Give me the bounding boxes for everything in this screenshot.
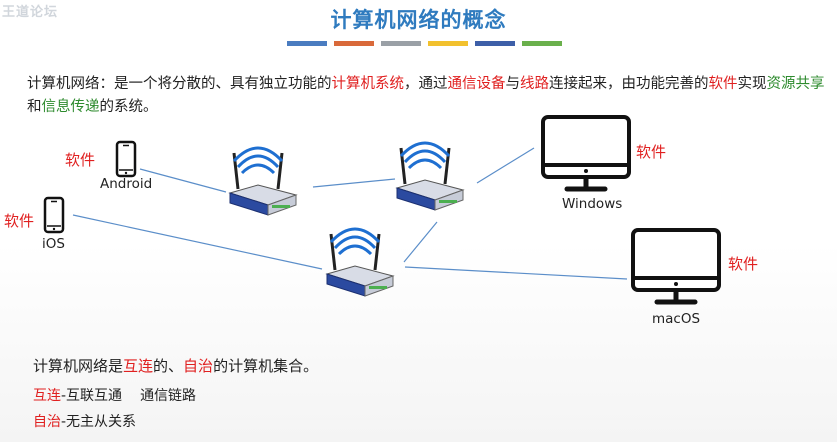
android-label: Android	[100, 176, 152, 192]
software-label-ios: 软件	[4, 210, 34, 231]
highlight-autonomous: 自治	[183, 357, 213, 375]
ios-label: iOS	[42, 236, 65, 252]
software-label-windows: 软件	[636, 141, 666, 162]
autonomy-line: 自治-无主从关系	[33, 411, 136, 431]
software-label-macos: 软件	[728, 253, 758, 274]
link-router2-router3	[404, 222, 437, 262]
phone-icon	[117, 142, 135, 176]
windows-label: Windows	[562, 196, 622, 212]
link-router2-windows	[477, 148, 534, 183]
definition-text: 的、	[153, 357, 183, 375]
link-ios-router3	[73, 215, 322, 269]
interconnect-desc: -互联互通	[61, 388, 122, 404]
router-icon	[327, 229, 393, 296]
autonomy-term: 自治	[33, 414, 61, 430]
definition-line: 计算机网络是互连的、自治的计算机集合。	[33, 355, 318, 376]
autonomy-desc: -无主从关系	[61, 414, 136, 430]
interconnect-extra: 通信链路	[140, 388, 196, 404]
link-router3-macos	[405, 267, 627, 279]
link-android-router1	[140, 169, 226, 192]
phone-icon	[45, 198, 63, 232]
interconnect-line: 互连-互联互通 通信链路	[33, 385, 196, 405]
router-icon	[230, 148, 296, 215]
highlight-interconnect: 互连	[123, 357, 153, 375]
definition-text: 计算机网络是	[33, 357, 123, 375]
macos-label: macOS	[652, 311, 700, 327]
definition-text: 的计算机集合。	[213, 357, 318, 375]
interconnect-term: 互连	[33, 388, 61, 404]
link-router1-router2	[313, 179, 395, 187]
software-label-android: 软件	[65, 149, 95, 170]
monitor-icon	[633, 230, 719, 302]
monitor-icon	[543, 117, 629, 189]
router-icon	[397, 143, 463, 210]
